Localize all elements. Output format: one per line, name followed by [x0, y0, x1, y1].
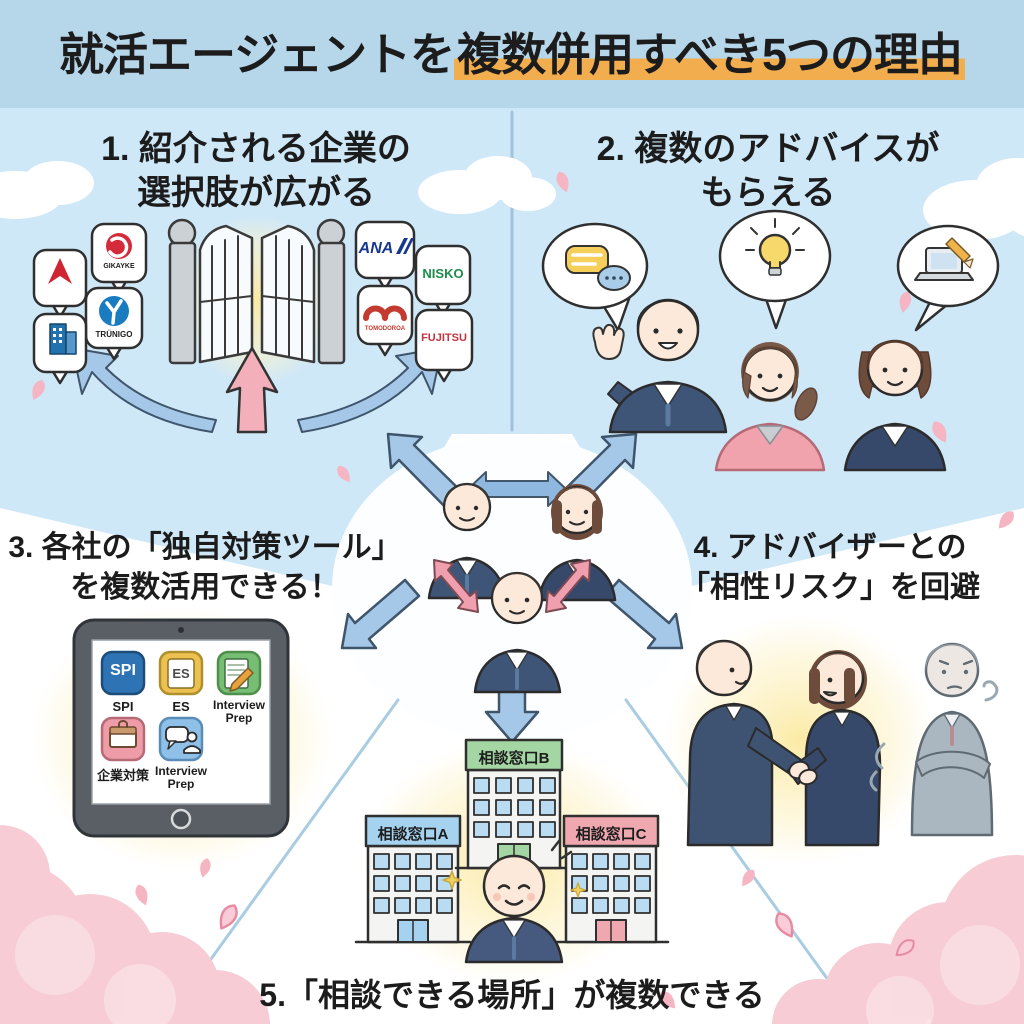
ana-stripes-icon	[396, 238, 414, 254]
fujitsu-logo-label: FUJITSU	[421, 332, 467, 344]
tomodoroa-arches-icon	[363, 305, 407, 321]
ana-logo-label: ANA	[358, 240, 394, 257]
rejected-advisor	[869, 642, 999, 837]
tomodoroa-logo-label: TOMODOROA	[364, 326, 406, 332]
spi-app-icon-text: SPI	[110, 662, 136, 679]
center-man	[427, 482, 507, 600]
section3-heading-line1: 3. 各社の「独自対策ツール」	[8, 531, 402, 564]
tablet-icon	[72, 618, 290, 838]
building-logo-icon	[49, 323, 77, 355]
spi-app-label: SPI	[112, 699, 134, 714]
section2-heading-line1: 2. 複数のアドバイスが	[596, 130, 940, 168]
happy-jobseeker	[442, 839, 586, 964]
gikayke-logo-label: GIKAYKE	[103, 263, 135, 270]
waving-hand-icon	[592, 323, 625, 360]
pink-double-arrow-right	[545, 559, 591, 613]
building-a-icon	[354, 814, 472, 944]
lightbulb-icon	[745, 218, 805, 276]
handshake-woman	[787, 650, 882, 847]
building-c-icon	[552, 814, 670, 944]
company-logo-bubbles	[32, 220, 474, 385]
es-app-icon-text: ES	[172, 666, 190, 681]
section1-heading-line2: 選択肢が広がる	[137, 174, 375, 212]
building-a-label: 相談窓口A	[377, 826, 449, 843]
center-jobseeker	[473, 571, 562, 694]
page-title: 就活エージェントを複数併用すべき5つの理由	[0, 24, 1024, 86]
trunigo-logo-label: TRÜNIGO	[95, 330, 133, 339]
center-jobseeker-agents	[427, 471, 617, 694]
advisor-3	[843, 339, 947, 472]
title-highlight: 複数併用すべき5つの理由	[454, 29, 965, 80]
pink-up-arrow	[225, 346, 279, 434]
es-app-label: ES	[172, 699, 190, 714]
title-prefix: 就活エージェントを	[59, 29, 455, 80]
nisko-logo-label: NISKO	[422, 266, 464, 281]
interview-prep-app-label: Interview Prep	[212, 698, 266, 725]
kigyo-app-label: 企業対策	[96, 768, 149, 783]
section2-heading-line2: もらえる	[700, 174, 836, 212]
section3-heading-line2: を複数活用できる！	[70, 571, 340, 604]
handshake-man	[686, 639, 805, 847]
advisor-2	[714, 342, 826, 472]
pink-double-arrow-left	[433, 559, 479, 613]
section5-caption: 5.「相談できる場所」が複数できる	[259, 977, 765, 1013]
red-mark-logo-icon	[48, 258, 72, 284]
chat-icon	[565, 245, 631, 291]
mock-interview-app-label: Interview Prep	[154, 764, 208, 791]
advice-bubbles	[541, 209, 1000, 332]
advisor-1	[592, 298, 728, 434]
handshake-pair	[686, 639, 882, 847]
section4-heading-line2: 「相性リスク」を回避	[680, 571, 980, 604]
crossed-arms	[915, 750, 991, 779]
building-b-label: 相談窓口B	[478, 750, 550, 767]
section1-heading-line1: 1. 紹介される企業の	[101, 130, 411, 168]
gate-icon	[167, 218, 346, 365]
building-c-label: 相談窓口C	[575, 826, 647, 843]
spi-app-icon	[100, 650, 146, 696]
section4-heading-line1: 4. アドバイザーとの	[693, 531, 967, 564]
cloud-icon	[0, 156, 1024, 240]
laptop-icon	[914, 237, 974, 281]
sigh-icon	[982, 680, 999, 702]
